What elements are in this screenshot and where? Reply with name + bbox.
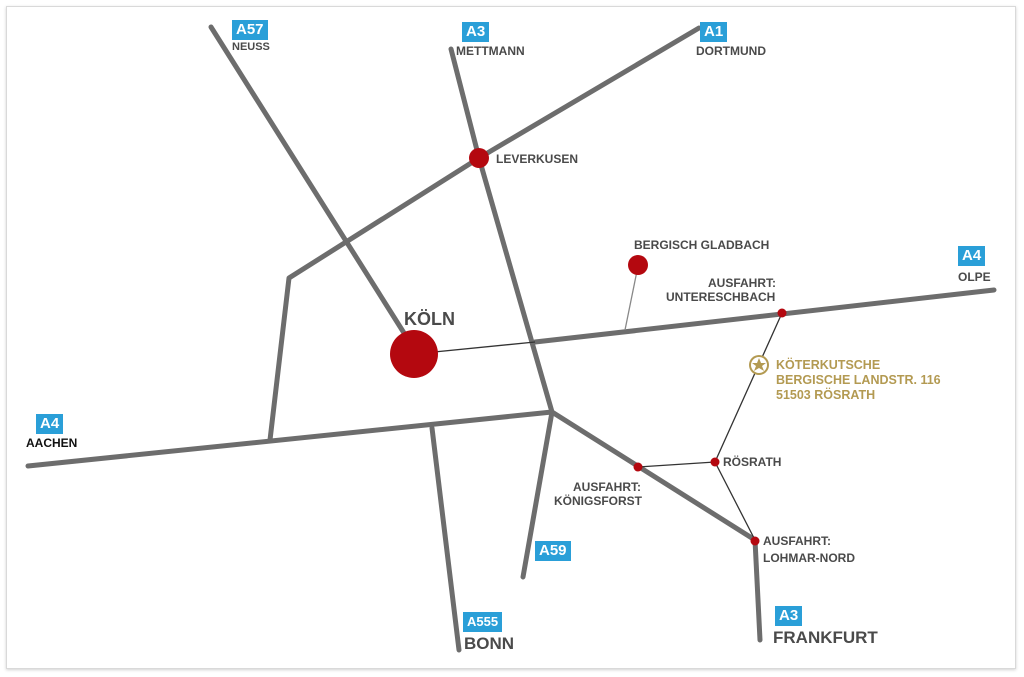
label-aachen: AACHEN (26, 436, 78, 450)
label-neuss: NEUSS (232, 41, 270, 53)
label-exit-untereschbach: AUSFAHRT: UNTERESCHBACH (666, 276, 776, 304)
label-mettmann: METTMANN (456, 44, 525, 58)
label-exit-koenigsforst: AUSFAHRT: KÖNIGSFORST (554, 480, 642, 508)
label-roesrath: RÖSRATH (723, 455, 782, 469)
exit-lohmar-nord-line2: LOHMAR-NORD (763, 551, 855, 565)
badge-a1: A1 (700, 22, 728, 42)
exit-marker-koenigsforst (633, 462, 643, 472)
exit-marker-roesrath (710, 457, 720, 467)
exit-koenigsforst-line2: KÖNIGSFORST (554, 494, 643, 508)
road-a555 (429, 425, 462, 653)
badge-a4-west: A4 (36, 414, 64, 434)
local-road-roesrath (714, 312, 783, 541)
destination-address: KÖTERKUTSCHE BERGISCHE LANDSTR. 116 5150… (776, 358, 941, 403)
badge-a3-north: A3 (462, 22, 490, 42)
label-dortmund: DORTMUND (696, 44, 766, 58)
label-bergisch-gladbach: BERGISCH GLADBACH (634, 238, 770, 252)
badge-a3-south: A3 (775, 606, 803, 626)
exit-marker-lohmar-nord (750, 536, 760, 546)
label-exit-lohmar-nord: AUSFAHRT: LOHMAR-NORD (763, 534, 855, 565)
destination-street: BERGISCHE LANDSTR. 116 (776, 373, 941, 387)
label-frankfurt: FRANKFURT (773, 628, 878, 647)
city-marker-leverkusen (469, 148, 489, 168)
exit-marker-untereschbach (777, 308, 787, 318)
badge-a555: A555 (463, 612, 503, 632)
road-a4-east (532, 287, 997, 345)
label-olpe: OLPE (958, 270, 991, 284)
destination-city: 51503 RÖSRATH (776, 388, 876, 402)
city-marker-koeln (390, 330, 438, 378)
road-a4 (25, 409, 555, 469)
exit-untereschbach-line2: UNTERESCHBACH (666, 290, 776, 304)
road-a3 (448, 46, 763, 643)
local-road-koenigsforst (637, 461, 716, 468)
road-a57 (208, 24, 419, 355)
exit-untereschbach-line1: AUSFAHRT: (708, 276, 776, 290)
badge-a59: A59 (535, 541, 571, 561)
exit-koenigsforst-line1: AUSFAHRT: (573, 480, 641, 494)
connector-bergisch-gladbach (624, 265, 639, 331)
destination-name: KÖTERKUTSCHE (776, 358, 881, 372)
city-marker-bergisch-gladbach (628, 255, 648, 275)
road-a59 (520, 409, 555, 580)
badge-a4-east: A4 (958, 246, 986, 266)
star-icon (749, 355, 769, 375)
label-leverkusen: LEVERKUSEN (496, 152, 579, 166)
badge-a57: A57 (232, 20, 268, 40)
road-a1 (267, 25, 702, 443)
label-koeln: KÖLN (404, 309, 455, 329)
label-bonn: BONN (464, 634, 515, 653)
exit-lohmar-nord-line1: AUSFAHRT: (763, 534, 831, 548)
map-frame (6, 6, 1016, 669)
